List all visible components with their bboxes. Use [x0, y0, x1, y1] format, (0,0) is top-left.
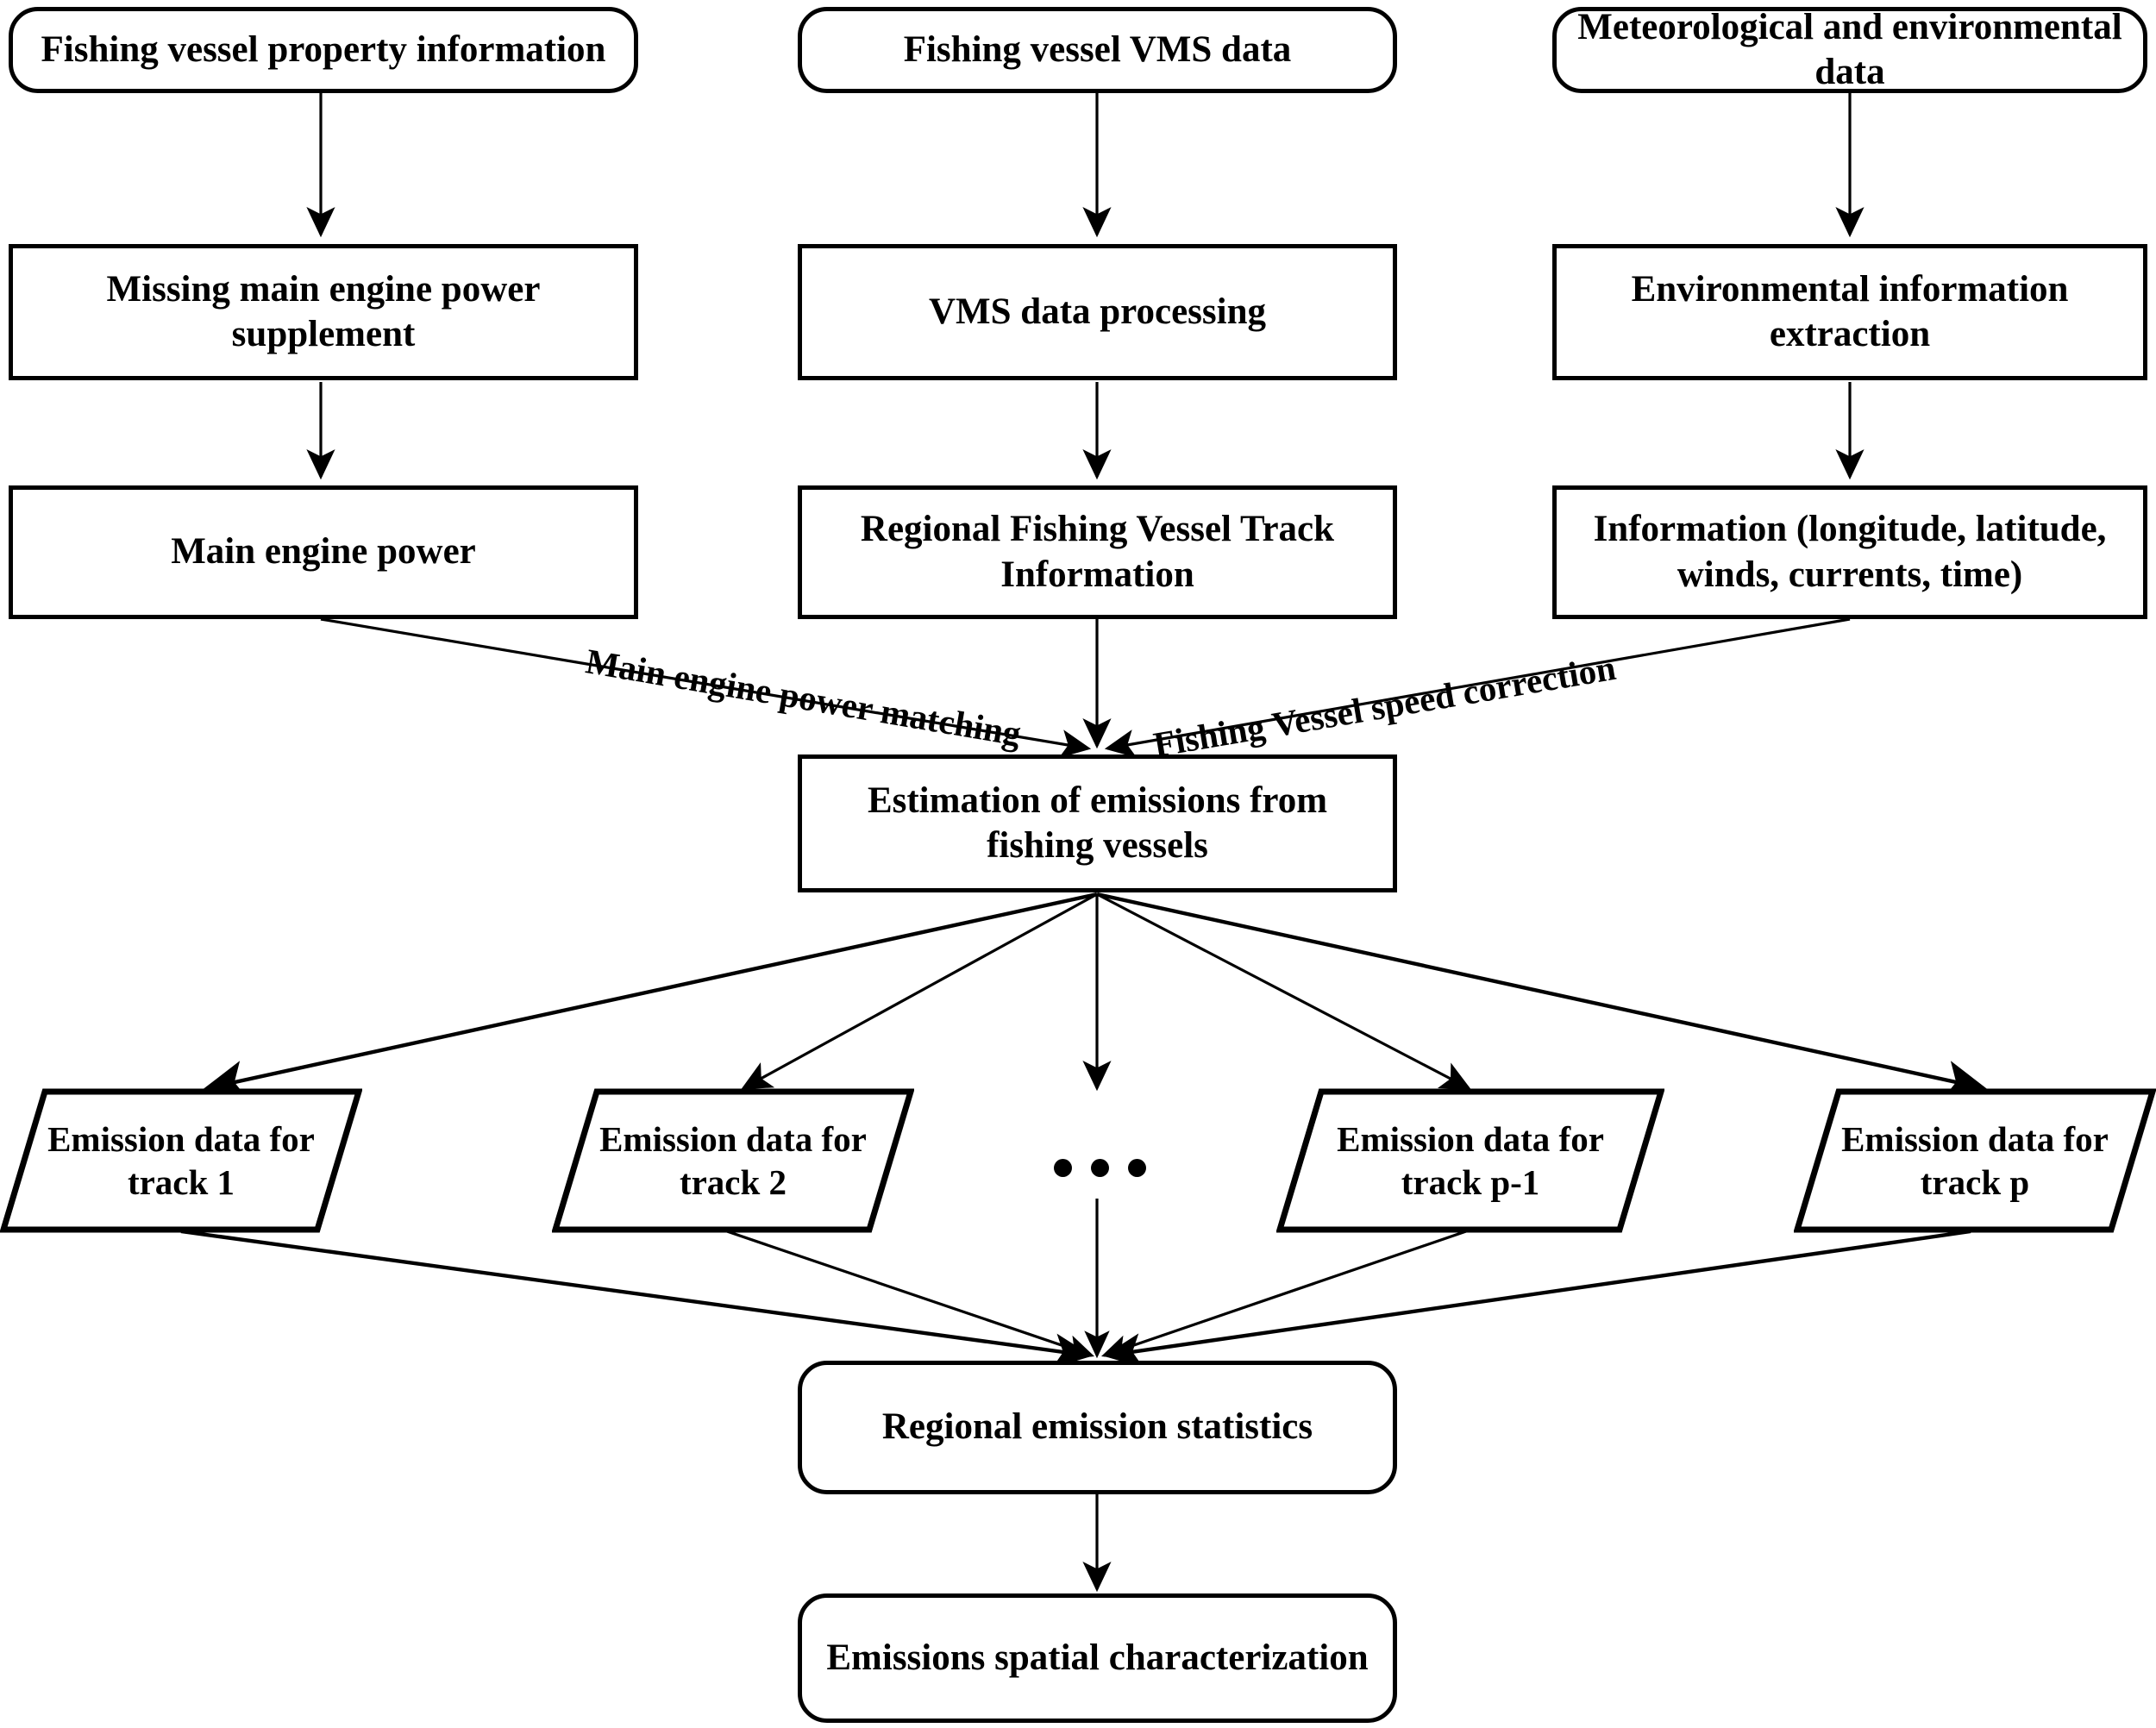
node-label: Information (longitude, latitude, winds,… — [1593, 509, 2107, 595]
node-information-longitude-latitude-winds-currents-time[interactable]: Information (longitude, latitude, winds,… — [1552, 485, 2147, 619]
parallelogram-shape — [552, 1088, 914, 1233]
node-emission-data-track-2[interactable]: Emission data for track 2 — [552, 1088, 914, 1233]
parallelogram-shape — [0, 1088, 362, 1233]
edge-estimation-to-track-p — [1096, 892, 1988, 1099]
node-label: Meteorological and environmental data — [1577, 6, 2122, 92]
node-label: Fishing vessel property information — [41, 28, 606, 70]
edge-information-to-estimation — [1104, 617, 1851, 758]
node-fishing-vessel-property-information[interactable]: Fishing vessel property information — [9, 7, 638, 93]
node-emission-data-track-p-minus-1[interactable]: Emission data for track p-1 — [1276, 1088, 1664, 1233]
node-missing-main-engine-power-supplement[interactable]: Missing main engine power supplement — [9, 244, 638, 380]
node-label: Regional Fishing Vessel Track Informatio… — [860, 509, 1335, 595]
node-main-engine-power[interactable]: Main engine power — [9, 485, 638, 619]
node-vms-data-processing[interactable]: VMS data processing — [798, 244, 1397, 380]
edge-track-p-minus-1-to-regional-statistics — [1100, 1230, 1467, 1360]
node-emission-data-track-1[interactable]: Emission data for track 1 — [0, 1088, 362, 1233]
edge-estimation-to-track-p-minus-1 — [1096, 892, 1471, 1090]
node-meteorological-and-environmental-data[interactable]: Meteorological and environmental data — [1552, 7, 2147, 93]
parallelogram-shape — [1794, 1088, 2156, 1233]
node-label: Emission data for track p — [1841, 1118, 2109, 1202]
ellipsis-dot — [1128, 1159, 1146, 1177]
ellipsis-indicator — [1054, 1159, 1146, 1177]
edge-estimation-to-track-2 — [741, 892, 1098, 1090]
node-label: VMS data processing — [928, 291, 1266, 332]
node-estimation-of-emissions-from-fishing-vessels[interactable]: Estimation of emissions from fishing ves… — [798, 754, 1397, 892]
ellipsis-dot — [1054, 1159, 1072, 1177]
node-label: Fishing vessel VMS data — [903, 28, 1292, 70]
edge-track-1-to-regional-statistics — [180, 1229, 1093, 1368]
node-regional-emission-statistics[interactable]: Regional emission statistics — [798, 1361, 1397, 1494]
node-label: Emission data for track p-1 — [1337, 1118, 1604, 1202]
parallelogram-shape — [1276, 1088, 1664, 1233]
edge-estimation-to-track-1 — [203, 892, 1098, 1099]
edge-track-2-to-regional-statistics — [726, 1230, 1095, 1360]
ellipsis-dot — [1091, 1159, 1109, 1177]
node-fishing-vessel-vms-data[interactable]: Fishing vessel VMS data — [798, 7, 1397, 93]
node-label: Estimation of emissions from fishing ves… — [867, 779, 1328, 866]
node-label: Emissions spatial characterization — [826, 1637, 1369, 1678]
node-regional-fishing-vessel-track-information[interactable]: Regional Fishing Vessel Track Informatio… — [798, 485, 1397, 619]
edge-main-engine-power-to-estimation — [320, 617, 1092, 759]
edge-track-p-to-regional-statistics — [1103, 1229, 1971, 1368]
node-emission-data-track-p[interactable]: Emission data for track p — [1794, 1088, 2156, 1233]
node-label: Regional emission statistics — [881, 1406, 1313, 1448]
node-label: Emission data for track 1 — [47, 1118, 315, 1202]
node-environmental-information-extraction[interactable]: Environmental information extraction — [1552, 244, 2147, 380]
node-label: Missing main engine power supplement — [106, 268, 541, 354]
node-label: Main engine power — [171, 531, 476, 573]
node-label: Emission data for track 2 — [599, 1118, 867, 1202]
node-label: Environmental information extraction — [1631, 268, 2069, 354]
node-emissions-spatial-characterization[interactable]: Emissions spatial characterization — [798, 1593, 1397, 1723]
